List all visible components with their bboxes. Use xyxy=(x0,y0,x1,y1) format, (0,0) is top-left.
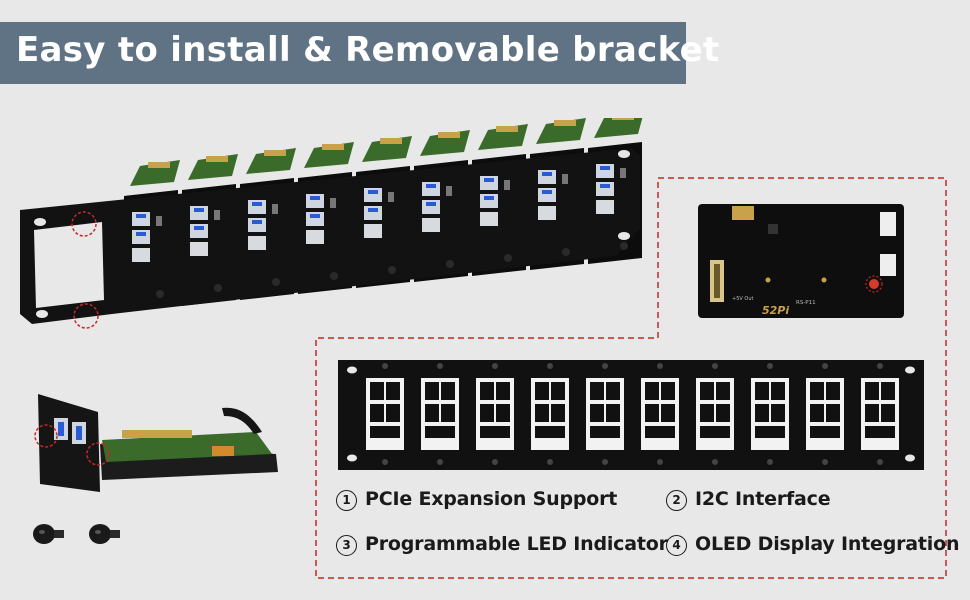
board-brand: 52Pi xyxy=(762,304,789,317)
feature-label: Programmable LED Indicator xyxy=(365,533,668,555)
feature-number: 4 xyxy=(666,535,687,556)
feature-number: 1 xyxy=(336,490,357,511)
page-title: Easy to install & Removable bracket xyxy=(16,30,720,70)
expansion-board-photo: 52Pi RS-P11 +5V Out xyxy=(698,204,904,318)
feature-label: OLED Display Integration xyxy=(695,533,960,555)
feature-pcie: 1 PCIe Expansion Support xyxy=(336,488,617,511)
feature-label: I2C Interface xyxy=(695,488,831,510)
feature-label: PCIe Expansion Support xyxy=(365,488,618,510)
feature-oled: 4 OLED Display Integration xyxy=(666,533,960,556)
feature-led: 3 Programmable LED Indicator xyxy=(336,533,668,556)
empty-bracket-photo xyxy=(338,360,924,470)
rack-mount-photo xyxy=(20,118,643,329)
feature-number: 3 xyxy=(336,535,357,556)
screw-photo xyxy=(33,524,120,544)
title-banner: Easy to install & Removable bracket xyxy=(0,22,719,84)
side-mount-photo xyxy=(34,394,278,492)
board-out-label: +5V Out xyxy=(732,296,753,302)
feature-number: 2 xyxy=(666,490,687,511)
board-model: RS-P11 xyxy=(796,300,816,306)
feature-i2c: 2 I2C Interface xyxy=(666,488,831,511)
